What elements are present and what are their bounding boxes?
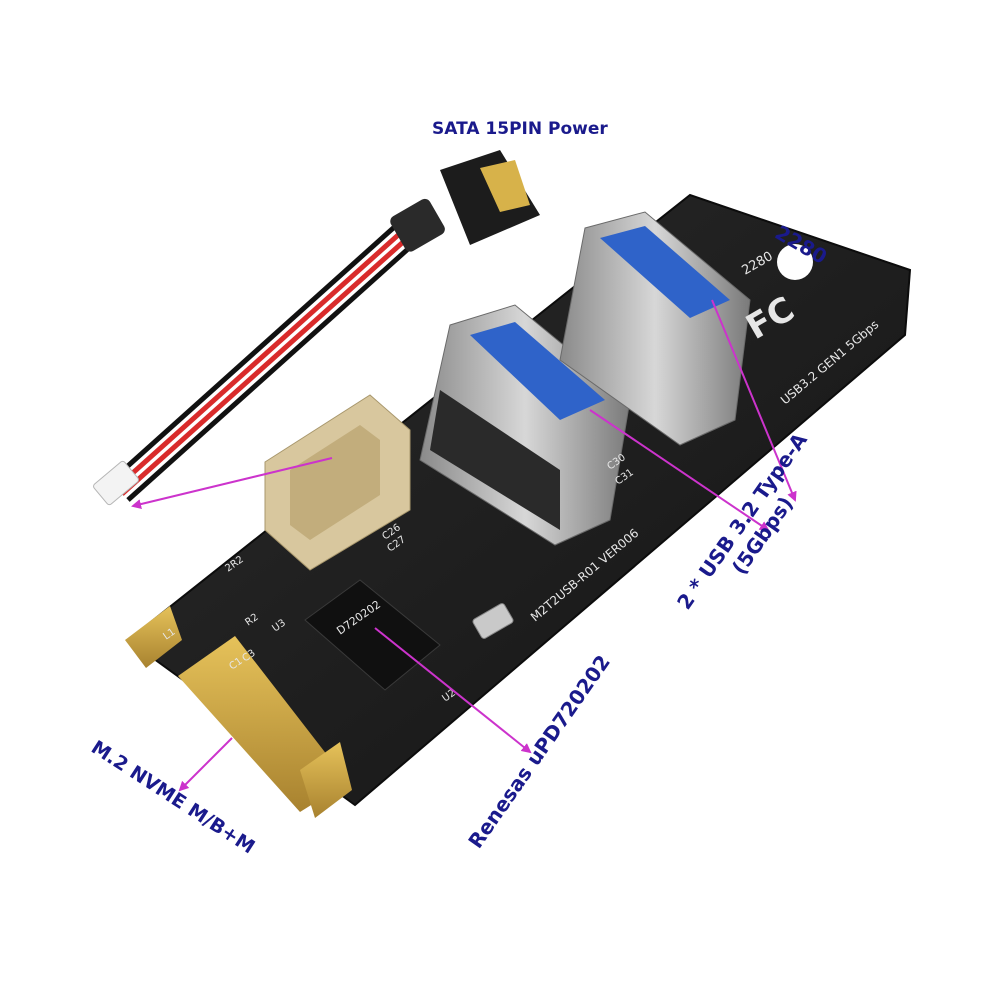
sata-power-cable [93, 150, 540, 506]
sata-connector [390, 150, 540, 252]
usb-port-2 [559, 211, 751, 446]
arrow-interface [178, 737, 233, 792]
controller-chip [304, 579, 441, 691]
arrow-usb-port-2 [711, 299, 797, 502]
label-sata-power: SATA 15PIN Power [432, 119, 608, 139]
m2-edge-connector [125, 606, 352, 818]
arrow-controller [374, 627, 532, 754]
header-connector [264, 394, 411, 571]
arrow-usb-port-1 [589, 409, 770, 532]
callout-arrows [131, 299, 797, 792]
arrow-to-cable-connector [131, 457, 333, 509]
jst-connector [93, 460, 139, 506]
crystal-oscillator [472, 603, 514, 639]
